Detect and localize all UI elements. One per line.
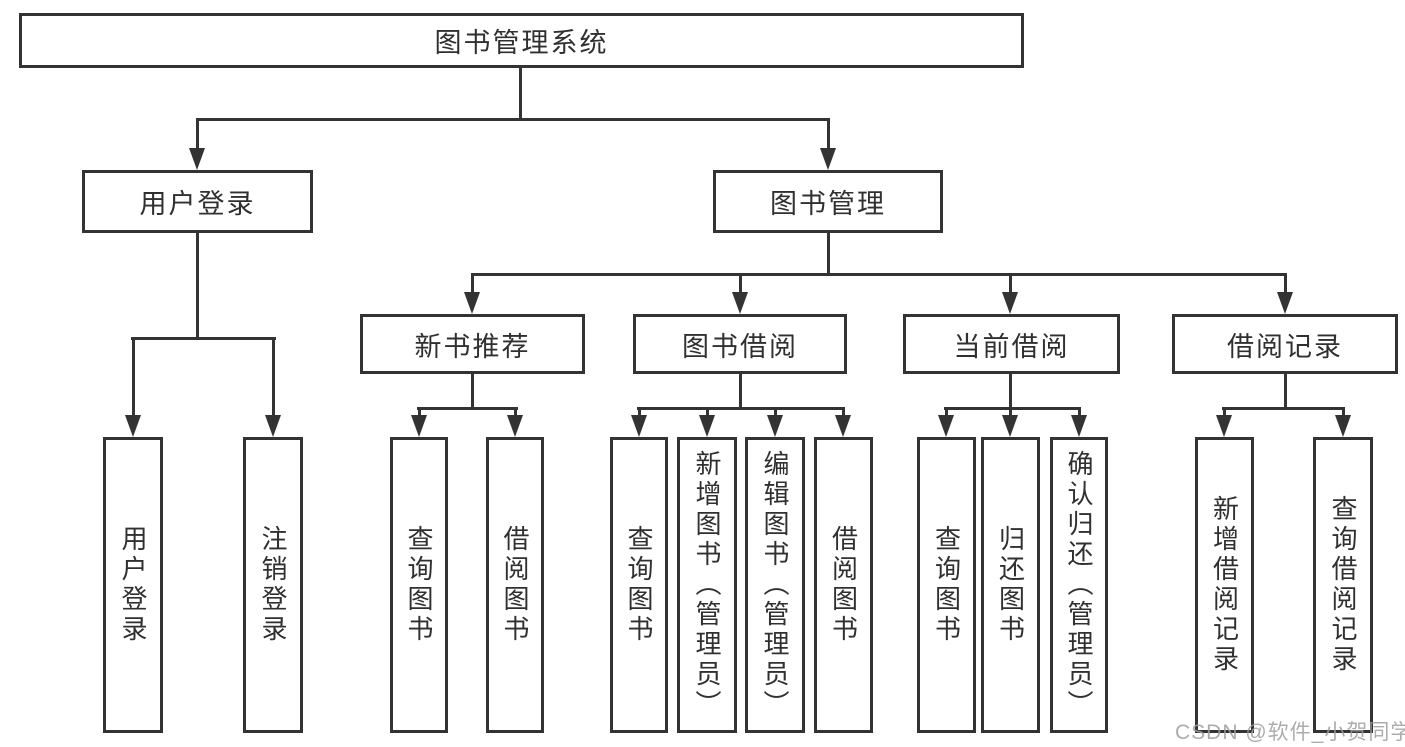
node-new-book-recommendation: 新书推荐 [360, 314, 585, 374]
node-add-borrow-record: 新增借阅记录 [1195, 437, 1254, 733]
connector-line [196, 118, 199, 152]
arrowhead-icon [631, 415, 647, 437]
connector-line [471, 273, 474, 294]
vertical-label: 查询借阅记录 [1328, 495, 1358, 675]
node-library-management-system: 图书管理系统 [19, 13, 1024, 68]
node-return-books: 归还图书 [981, 437, 1040, 733]
connector-line [706, 407, 709, 419]
connector-line [1223, 407, 1226, 419]
node-user-login-action: 用户登录 [103, 437, 163, 733]
node-query-books: 查询图书 [390, 437, 448, 733]
connector-line [471, 374, 474, 408]
connector-line [944, 407, 1081, 410]
connector-line [514, 407, 517, 419]
vertical-label: 借阅图书 [500, 525, 530, 645]
connector-line [827, 233, 830, 273]
arrowhead-icon [507, 415, 523, 437]
vertical-label: 注销登录 [258, 525, 288, 645]
arrowhead-icon [820, 148, 836, 170]
arrowhead-icon [189, 148, 205, 170]
connector-line [637, 407, 845, 410]
arrowhead-icon [1071, 415, 1087, 437]
arrowhead-icon [835, 415, 851, 437]
connector-line [1222, 407, 1345, 410]
connector-line [1009, 407, 1012, 419]
arrowhead-icon [1216, 415, 1232, 437]
node-edit-books-admin: 编辑图书（管理员） [745, 437, 805, 733]
arrowhead-icon [732, 292, 748, 314]
node-query-books: 查询图书 [610, 437, 668, 733]
vertical-label: 用户登录 [118, 525, 148, 645]
vertical-label: 新增图书（管理员） [692, 450, 722, 720]
arrowhead-icon [265, 415, 281, 437]
arrowhead-icon [464, 292, 480, 314]
node-confirm-return-admin: 确认归还（管理员） [1050, 437, 1108, 733]
arrowhead-icon [1002, 292, 1018, 314]
connector-line [418, 407, 421, 419]
node-borrowing-records: 借阅记录 [1172, 314, 1398, 374]
connector-line [417, 407, 518, 410]
vertical-label: 借阅图书 [828, 525, 859, 645]
vertical-label: 新增借阅记录 [1209, 495, 1240, 675]
node-query-borrow-record: 查询借阅记录 [1313, 437, 1373, 733]
connector-line [519, 68, 522, 118]
arrowhead-icon [938, 415, 954, 437]
vertical-label: 查询图书 [404, 525, 434, 645]
connector-line [1078, 407, 1081, 419]
node-borrow-books: 借阅图书 [814, 437, 873, 733]
connector-line [842, 407, 845, 419]
connector-line [739, 374, 742, 408]
connector-line [1284, 273, 1287, 294]
vertical-label: 确认归还（管理员） [1064, 450, 1094, 720]
connector-line [196, 118, 830, 121]
vertical-label: 查询图书 [624, 525, 654, 645]
connector-line [739, 273, 742, 294]
connector-line [131, 337, 276, 340]
node-user-login: 用户登录 [82, 170, 313, 233]
node-add-books-admin: 新增图书（管理员） [677, 437, 737, 733]
node-book-management: 图书管理 [713, 170, 943, 233]
arrowhead-icon [125, 415, 141, 437]
node-book-borrowing: 图书借阅 [633, 314, 847, 374]
vertical-label: 编辑图书（管理员） [760, 450, 790, 720]
connector-line [1009, 374, 1012, 408]
connector-line [945, 407, 948, 419]
connector-line [272, 337, 275, 419]
connector-line [1009, 273, 1012, 294]
connector-line [827, 118, 830, 152]
connector-line [1342, 407, 1345, 419]
connector-line [471, 273, 1287, 276]
vertical-label: 查询图书 [931, 525, 962, 645]
arrowhead-icon [1277, 292, 1293, 314]
vertical-label: 归还图书 [995, 525, 1026, 645]
connector-line [196, 233, 199, 337]
arrowhead-icon [1002, 415, 1018, 437]
arrowhead-icon [767, 415, 783, 437]
connector-line [774, 407, 777, 419]
arrowhead-icon [1335, 415, 1351, 437]
connector-line [638, 407, 641, 419]
arrowhead-icon [411, 415, 427, 437]
csdn-watermark: CSDN @软件_小贺同学 [1175, 721, 1405, 744]
connector-line [132, 337, 135, 419]
node-logout-action: 注销登录 [243, 437, 303, 733]
connector-line [1284, 374, 1287, 408]
node-current-borrowing: 当前借阅 [903, 314, 1120, 374]
node-query-books: 查询图书 [917, 437, 976, 733]
node-borrow-books: 借阅图书 [486, 437, 544, 733]
arrowhead-icon [699, 415, 715, 437]
